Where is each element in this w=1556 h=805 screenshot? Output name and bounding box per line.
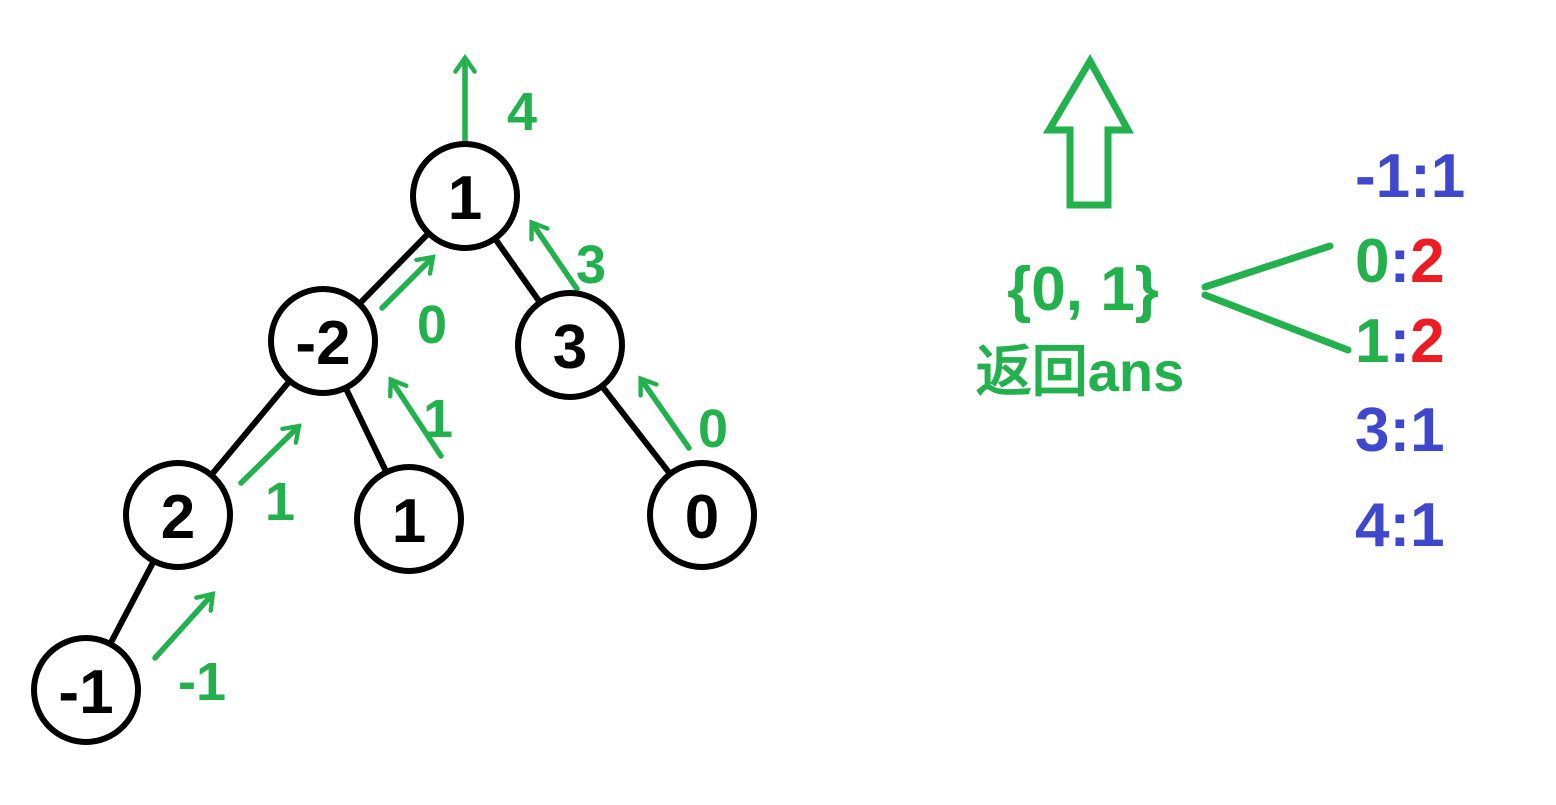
entry-count: 1 xyxy=(1410,396,1444,465)
count-entry-4: 4:1 xyxy=(1355,491,1445,560)
count-entry-1: 1:2 xyxy=(1355,307,1445,376)
return-label-leftleft: 1 xyxy=(265,472,295,532)
return-arrow-leftright-to-left xyxy=(388,376,444,459)
return-arrow-leftleft-to-left xyxy=(238,423,302,486)
tree-edges xyxy=(83,193,705,693)
entry-colon: : xyxy=(1410,142,1431,211)
return-label-leftleftleft: -1 xyxy=(178,652,226,712)
entry-colon: : xyxy=(1389,307,1410,376)
node-left-circle xyxy=(268,286,378,396)
node-leftleftleft-value: -1 xyxy=(58,658,113,727)
return-value-labels: 4 0 3 1 1 0 -1 xyxy=(178,82,728,712)
return-ans-text: 返回ans xyxy=(976,340,1185,403)
node-leftleft-value: 2 xyxy=(161,483,195,552)
return-arrow-leftleftleft-to-leftleft xyxy=(152,591,216,661)
entry-count: 2 xyxy=(1410,227,1444,296)
count-entry-3: 3:1 xyxy=(1355,396,1445,465)
pointer-line-upper xyxy=(1201,242,1334,291)
return-arrow-rightright-to-right xyxy=(638,375,692,451)
return-label-leftright: 1 xyxy=(423,389,453,449)
node-leftleftleft-circle xyxy=(31,635,141,745)
node-root-value: 1 xyxy=(448,164,482,233)
entry-count: 2 xyxy=(1410,307,1444,376)
entry-key: 3 xyxy=(1355,396,1389,465)
node-root-circle xyxy=(410,141,520,251)
return-label-rightright: 0 xyxy=(698,399,728,459)
node-right-circle xyxy=(515,290,625,400)
node-leftleft-circle xyxy=(123,460,233,570)
entry-key: -1 xyxy=(1355,142,1410,211)
pointer-line-lower xyxy=(1201,291,1352,354)
return-arrow-right-to-root xyxy=(529,219,580,292)
entry-colon: : xyxy=(1389,491,1410,560)
entry-colon: : xyxy=(1389,227,1410,296)
node-rightright-value: 0 xyxy=(685,483,719,552)
node-leftright-value: 1 xyxy=(392,487,426,556)
entry-count: 1 xyxy=(1410,491,1444,560)
node-left-value: -2 xyxy=(295,309,350,378)
return-label-right: 3 xyxy=(576,235,606,295)
count-entry-0: 0:2 xyxy=(1355,227,1445,296)
return-label-root-up: 4 xyxy=(507,82,537,142)
entry-key: 1 xyxy=(1355,307,1389,376)
tree-nodes: 1 -2 3 2 1 0 -1 xyxy=(31,141,757,745)
entry-colon: : xyxy=(1389,396,1410,465)
return-arrows xyxy=(152,54,692,661)
prefix-count-list: -1:1 0:2 1:2 3:1 4:1 xyxy=(1355,142,1465,560)
entry-count: 1 xyxy=(1431,142,1465,211)
node-rightright-circle xyxy=(647,460,757,570)
return-label-left: 0 xyxy=(417,295,447,355)
entry-key: 4 xyxy=(1355,491,1390,560)
entry-key: 0 xyxy=(1355,227,1389,296)
pointer-lines xyxy=(1201,242,1352,354)
big-up-arrow-icon xyxy=(1042,53,1134,209)
return-arrow-left-to-root xyxy=(379,254,436,311)
count-entry-neg1: -1:1 xyxy=(1355,142,1465,211)
node-right-value: 3 xyxy=(553,313,587,382)
node-leftright-circle xyxy=(354,464,464,574)
result-set-text: {0, 1} xyxy=(1007,255,1159,324)
